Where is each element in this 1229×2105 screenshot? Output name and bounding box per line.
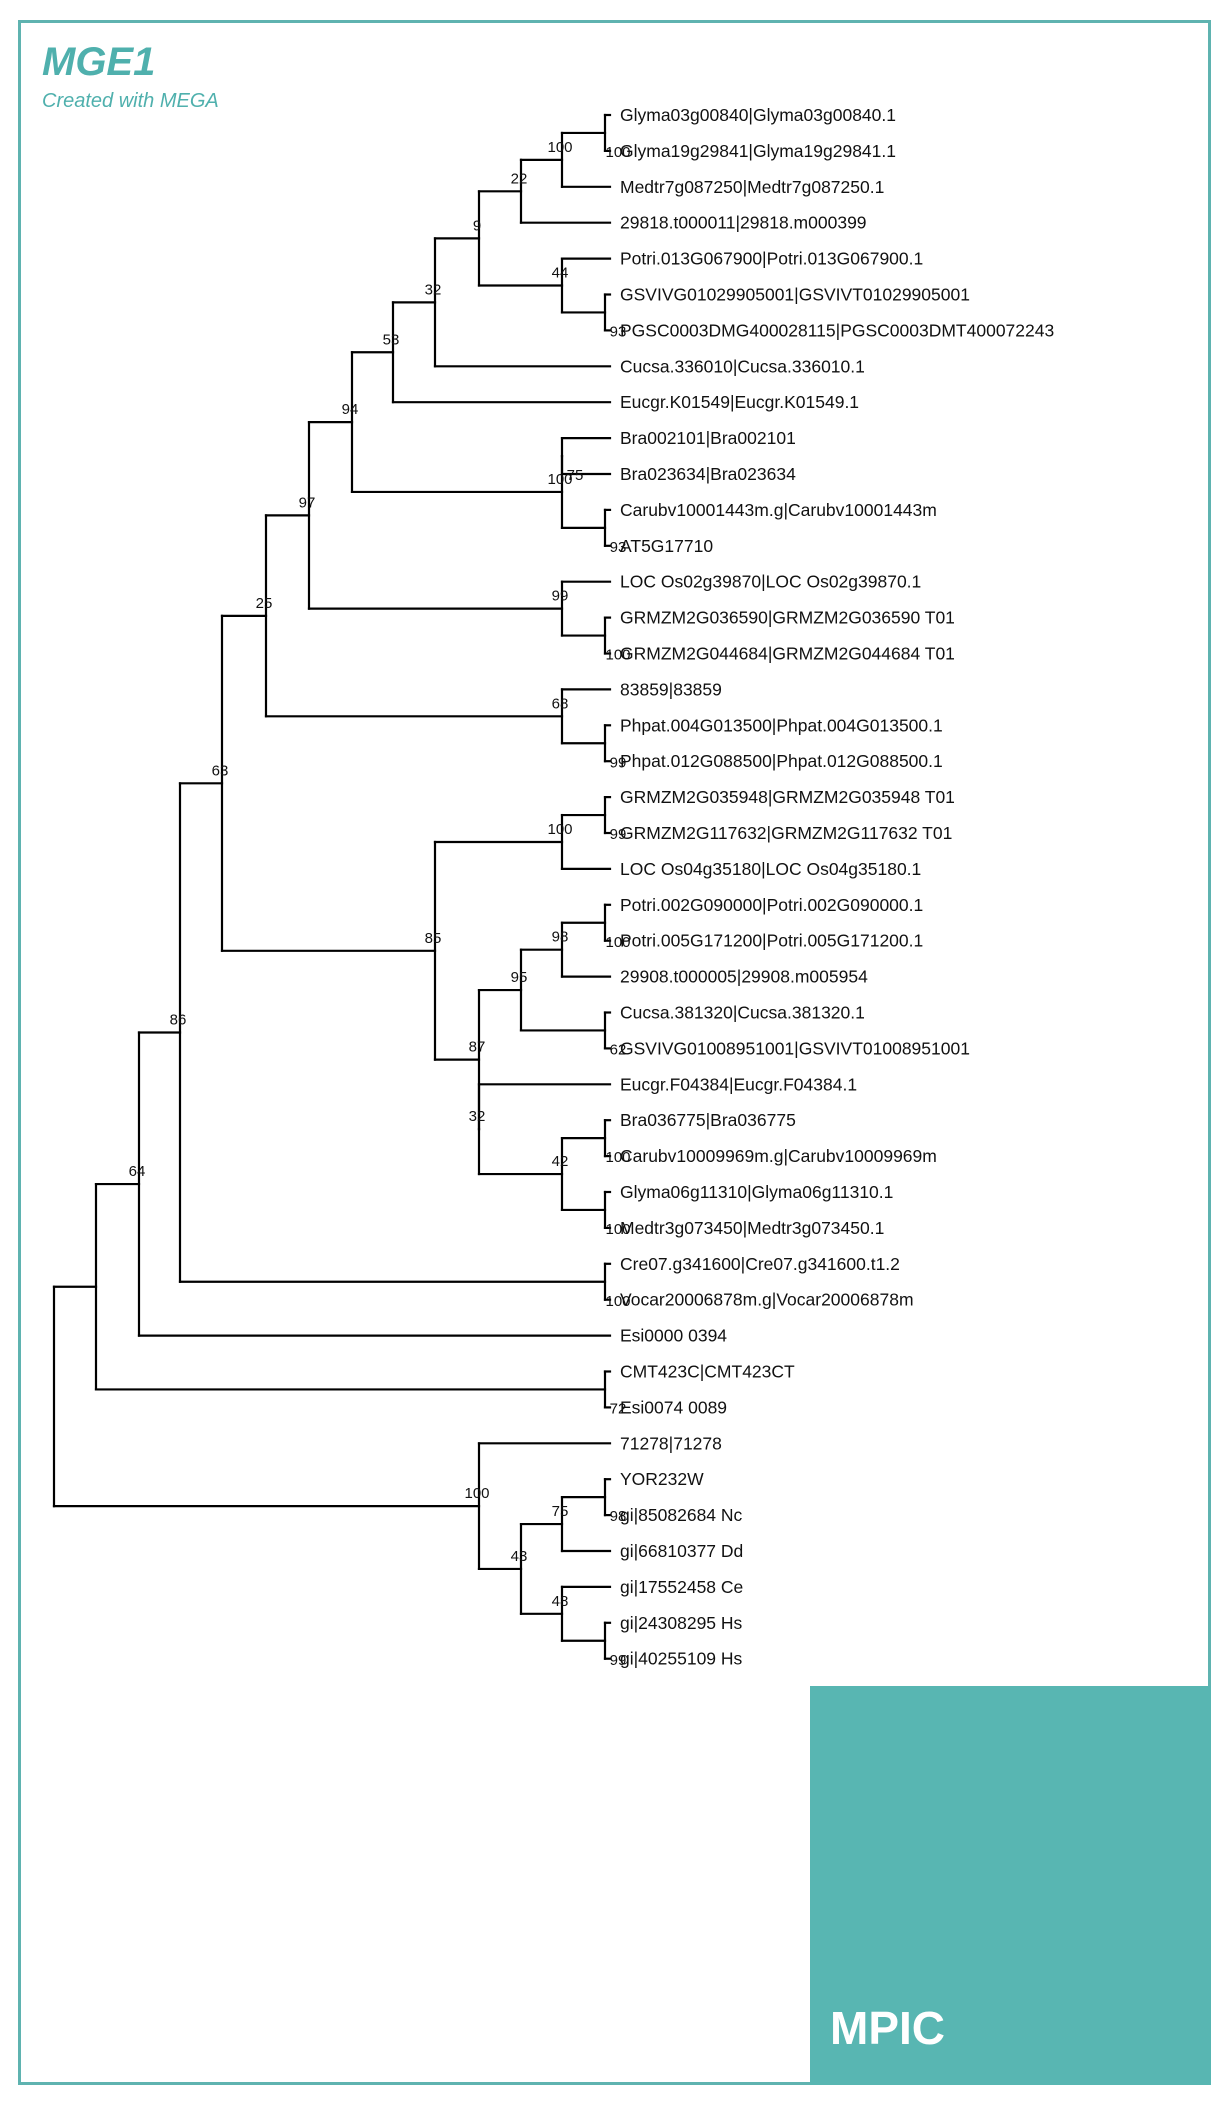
support-value: 93 (610, 539, 627, 556)
support-value: 42 (552, 1153, 569, 1170)
leaf-label: GSVIVG01029905001|GSVIVT01029905001 (620, 285, 970, 305)
leaf-label: Bra036775|Bra036775 (620, 1110, 796, 1130)
page-title: MGE1 (42, 40, 156, 84)
leaf-label: gi|85082684 Nc (620, 1505, 743, 1525)
support-value: 100 (605, 1221, 630, 1238)
support-value: 32 (469, 1108, 486, 1125)
leaf-label: Esi0074 0089 (620, 1397, 727, 1417)
support-value: 63 (212, 762, 229, 779)
tree-leaf-labels: Glyma03g00840|Glyma03g00840.1Glyma19g298… (620, 105, 1054, 1669)
leaf-label: Bra002101|Bra002101 (620, 428, 796, 448)
support-value: 97 (299, 494, 316, 511)
leaf-label: GRMZM2G117632|GRMZM2G117632 T01 (620, 823, 952, 843)
leaf-label: Glyma06g11310|Glyma06g11310.1 (620, 1182, 893, 1202)
leaf-label: YOR232W (620, 1469, 704, 1489)
support-value: 100 (605, 647, 630, 664)
support-value: 100 (547, 471, 572, 488)
leaf-label: GRMZM2G044684|GRMZM2G044684 T01 (620, 644, 955, 664)
support-value: 62 (610, 1041, 627, 1058)
support-value: 75 (567, 467, 584, 484)
tree-branches (52, 113, 612, 1660)
support-value: 100 (547, 821, 572, 838)
support-value: 93 (610, 323, 627, 340)
leaf-label: gi|17552458 Ce (620, 1577, 743, 1597)
support-value: 9 (473, 217, 481, 234)
leaf-label: LOC Os04g35180|LOC Os04g35180.1 (620, 859, 921, 879)
support-value: 32 (425, 281, 442, 298)
support-value: 98 (552, 929, 569, 946)
support-value: 64 (129, 1163, 146, 1180)
support-value: 87 (469, 1039, 486, 1056)
leaf-label: Medtr3g073450|Medtr3g073450.1 (620, 1218, 884, 1238)
leaf-label: GRMZM2G035948|GRMZM2G035948 T01 (620, 787, 955, 807)
support-value: 86 (170, 1012, 187, 1029)
support-value: 100 (605, 934, 630, 951)
leaf-label: 71278|71278 (620, 1433, 722, 1453)
leaf-label: Phpat.004G013500|Phpat.004G013500.1 (620, 715, 943, 735)
leaf-label: Glyma19g29841|Glyma19g29841.1 (620, 141, 896, 161)
leaf-label: Potri.002G090000|Potri.002G090000.1 (620, 895, 923, 915)
support-value: 95 (511, 969, 528, 986)
leaf-label: Bra023634|Bra023634 (620, 464, 796, 484)
leaf-label: Esi0000 0394 (620, 1326, 727, 1346)
support-value: 22 (511, 170, 528, 187)
support-value: 68 (552, 695, 569, 712)
support-value: 99 (610, 754, 627, 771)
support-value: 100 (605, 1293, 630, 1310)
support-value: 98 (610, 1508, 627, 1525)
leaf-label: Carubv10001443m.g|Carubv10001443m (620, 500, 937, 520)
leaf-label: Vocar20006878m.g|Vocar20006878m (620, 1290, 914, 1310)
leaf-label: gi|66810377 Dd (620, 1541, 743, 1561)
leaf-label: 29908.t000005|29908.m005954 (620, 967, 868, 987)
leaf-label: Eucgr.F04384|Eucgr.F04384.1 (620, 1074, 857, 1094)
leaf-label: GSVIVG01008951001|GSVIVT01008951001 (620, 1038, 970, 1058)
leaf-label: Phpat.012G088500|Phpat.012G088500.1 (620, 751, 943, 771)
figure-frame (18, 20, 1211, 2085)
leaf-label: Eucgr.K01549|Eucgr.K01549.1 (620, 392, 859, 412)
brand-label: MPIC (830, 2002, 945, 2054)
leaf-label: CMT423C|CMT423CT (620, 1362, 795, 1382)
support-value: 53 (383, 331, 400, 348)
support-value: 43 (511, 1548, 528, 1565)
support-value: 94 (342, 401, 359, 418)
support-value: 100 (547, 139, 572, 156)
leaf-label: Carubv10009969m.g|Carubv10009969m (620, 1146, 937, 1166)
leaf-label: 83859|83859 (620, 679, 722, 699)
leaf-label: Cre07.g341600|Cre07.g341600.t1.2 (620, 1254, 900, 1274)
support-value: 100 (605, 144, 630, 161)
leaf-label: Potri.013G067900|Potri.013G067900.1 (620, 249, 923, 269)
tree-support-values: 100 100 22 93 44 9 32 53 75 93 100 94 100 99 97 99 68 25 9… (129, 139, 631, 1669)
leaf-label: 29818.t000011|29818.m000399 (620, 213, 867, 233)
leaf-label: Glyma03g00840|Glyma03g00840.1 (620, 105, 896, 125)
support-value: 99 (552, 588, 569, 605)
support-value: 100 (464, 1485, 489, 1502)
support-value: 99 (610, 826, 627, 843)
leaf-label: GRMZM2G036590|GRMZM2G036590 T01 (620, 608, 955, 628)
leaf-label: Cucsa.381320|Cucsa.381320.1 (620, 1003, 865, 1023)
support-value: 99 (610, 1652, 627, 1669)
support-value: 48 (552, 1593, 569, 1610)
support-value: 100 (605, 1149, 630, 1166)
leaf-label: gi|24308295 Hs (620, 1613, 743, 1633)
leaf-label: Medtr7g087250|Medtr7g087250.1 (620, 177, 884, 197)
support-value: 75 (552, 1503, 569, 1520)
leaf-label: Cucsa.336010|Cucsa.336010.1 (620, 356, 865, 376)
support-value: 85 (425, 930, 442, 947)
brand-block: MPIC (810, 1686, 1211, 2085)
leaf-label: gi|40255109 Hs (620, 1649, 743, 1669)
leaf-label: LOC Os02g39870|LOC Os02g39870.1 (620, 572, 921, 592)
leaf-label: PGSC0003DMG400028115|PGSC0003DMT40007224… (620, 320, 1054, 340)
leaf-label: Potri.005G171200|Potri.005G171200.1 (620, 931, 923, 951)
support-value: 25 (256, 595, 273, 612)
support-value: 44 (552, 265, 569, 282)
support-value: 72 (610, 1400, 627, 1417)
leaf-label: AT5G17710 (620, 536, 713, 556)
page-subtitle: Created with MEGA (42, 90, 219, 112)
